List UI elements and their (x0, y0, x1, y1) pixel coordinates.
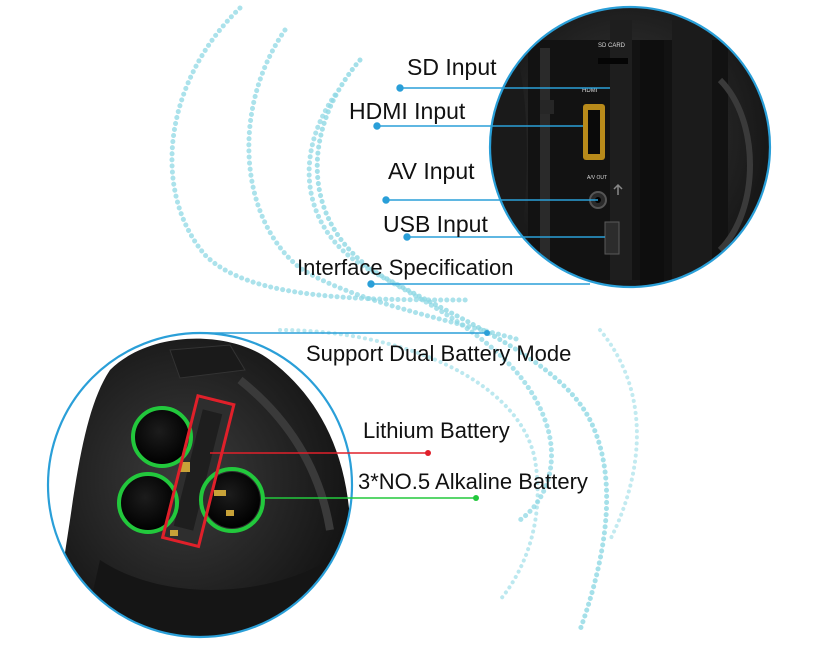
av-out-print: A/V OUT (587, 175, 607, 181)
battery-closeup-frame (46, 331, 354, 639)
dual-mode-leader-dot (484, 330, 490, 336)
av-input-label: AV Input (388, 158, 475, 184)
ports-closeup-photo (490, 7, 770, 287)
lithium-leader-dot (425, 450, 431, 456)
hdmi-input-label: HDMI Input (349, 98, 466, 124)
alkaline-leader-dot (473, 495, 479, 501)
alkaline-battery-label: 3*NO.5 Alkaline Battery (358, 469, 588, 494)
alkaline-battery-markers (117, 406, 265, 534)
sd-input-label: SD Input (407, 54, 497, 80)
sd-card-print: SD CARD (598, 43, 626, 49)
ports-closeup-frame (488, 5, 772, 289)
port-leader-lines (367, 84, 610, 288)
dual-battery-mode-label: Support Dual Battery Mode (306, 341, 572, 366)
lithium-battery-marker (160, 393, 236, 549)
lithium-battery-label: Lithium Battery (363, 418, 510, 443)
interface-specification-label: Interface Specification (297, 255, 514, 280)
usb-input-label: USB Input (383, 211, 488, 237)
hdmi-print: HDMI (582, 88, 598, 94)
